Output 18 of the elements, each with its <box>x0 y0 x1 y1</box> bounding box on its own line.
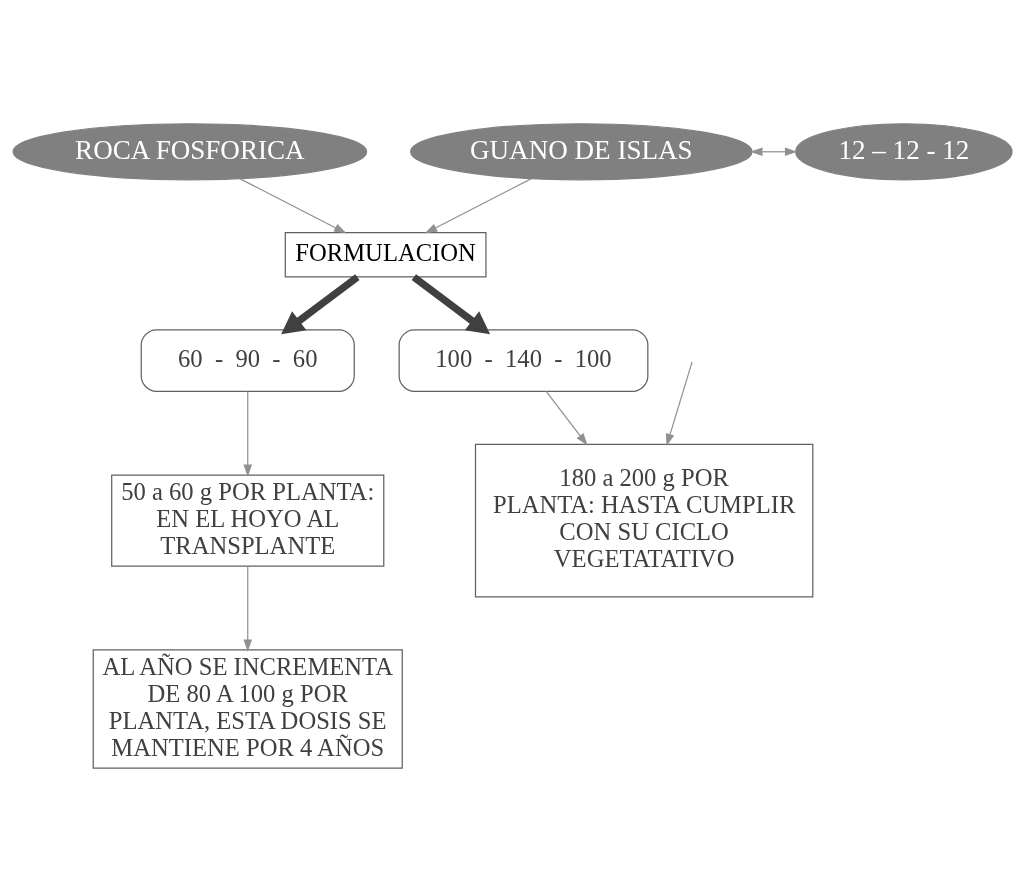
arrow <box>750 146 798 156</box>
arrow <box>545 390 588 445</box>
arrow <box>411 273 491 334</box>
node-box: 180 a 200 g POR PLANTA: HASTA CUMPLIR CON SU CICLO VEGETATATIVO <box>474 443 814 598</box>
node-box: FORMULACION <box>284 231 487 277</box>
node-ellipse: 12 – 12 - 12 <box>795 122 1013 180</box>
arrow <box>424 177 533 233</box>
arrow <box>243 565 253 652</box>
arrow <box>243 390 253 477</box>
node-ellipse: GUANO DE ISLAS <box>410 122 753 180</box>
arrow <box>665 360 693 446</box>
arrow <box>239 177 347 233</box>
node-box: 100 - 140 - 100 <box>398 328 649 392</box>
node-box: 60 - 90 - 60 <box>140 328 355 392</box>
arrow <box>281 273 360 334</box>
node-ellipse: ROCA FOSFORICA <box>12 122 368 180</box>
node-box: AL AÑO SE INCREMENTA DE 80 A 100 g POR PLANTA, ESTA DOSIS SE MANTIENE POR 4 AÑOS <box>92 648 403 769</box>
node-box: 50 a 60 g POR PLANTA: EN EL HOYO AL TRANSPLANTE <box>111 473 385 567</box>
